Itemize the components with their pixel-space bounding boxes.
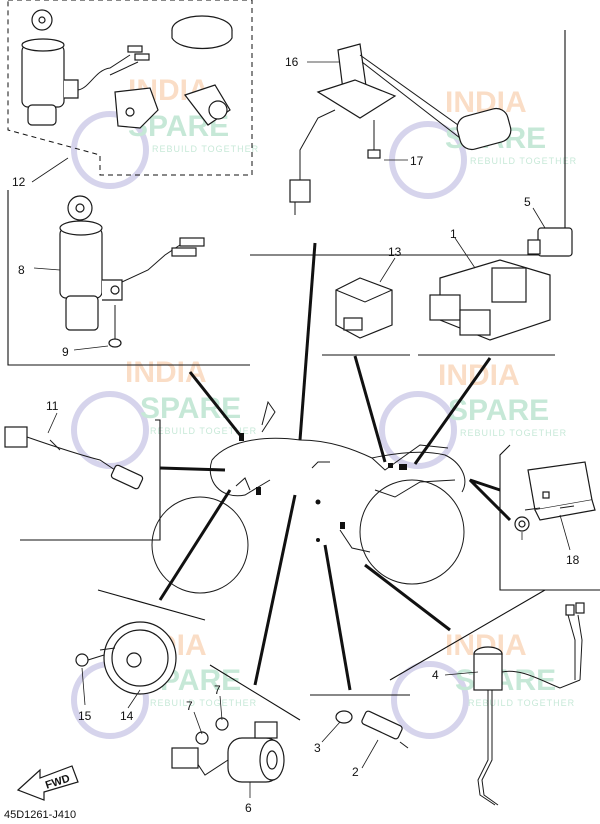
panel-sensor-10 xyxy=(20,419,161,541)
fwd-arrow: FWD xyxy=(16,765,79,801)
watermark-tagline: REBUILD TOGETHER xyxy=(460,428,567,438)
callout-4: 4 xyxy=(432,668,439,682)
part-starter-relay-6 xyxy=(171,717,285,783)
callout-17: 18 xyxy=(566,553,580,567)
watermark-mid-left: INDIA SPARE REBUILD TOGETHER xyxy=(71,356,257,469)
watermark-mid-right: INDIA SPARE REBUILD TOGETHER xyxy=(379,359,567,469)
part-fuel-sender-15 xyxy=(289,43,512,215)
panel-starter-relay xyxy=(209,664,301,721)
callout-10: 11 xyxy=(46,399,59,413)
callout-12: 13 xyxy=(388,245,402,259)
callout-leaders xyxy=(31,61,571,798)
watermark-line2: SPARE xyxy=(455,664,556,697)
callout-3: 3 xyxy=(314,741,321,755)
part-horn-13 xyxy=(75,621,177,695)
callout-16: 17 xyxy=(410,154,424,168)
callout-11: 12 xyxy=(12,175,26,189)
panel-ignition-coil xyxy=(389,589,546,681)
watermark-tagline: REBUILD TOGETHER xyxy=(470,156,577,166)
panel-relay-17 xyxy=(499,444,600,591)
part-relay-17 xyxy=(514,461,596,532)
panel-horn xyxy=(97,589,206,621)
part-main-switch-8 xyxy=(59,195,205,348)
callout-1: 1 xyxy=(450,227,457,241)
watermark-tagline: REBUILD TOGETHER xyxy=(150,426,257,436)
part-relay-12 xyxy=(335,277,393,339)
part-sensor-10 xyxy=(4,426,144,490)
watermark-tagline: REBUILD TOGETHER xyxy=(468,698,575,708)
callout-8: 8 xyxy=(18,263,25,277)
leader-lines xyxy=(158,242,512,691)
watermark-line1: INDIA xyxy=(125,356,207,389)
watermark-top-left: INDIA SPARE REBUILD TOGETHER xyxy=(71,74,259,189)
callout-6: 6 xyxy=(245,801,252,815)
callout-7a: 7 xyxy=(186,699,193,713)
watermark-tagline: REBUILD TOGETHER xyxy=(152,144,259,154)
diagram-code: 45D1261-J410 xyxy=(4,809,76,821)
part-cdi-1 xyxy=(429,227,573,341)
part-ignition-coil-4 xyxy=(473,602,585,806)
callout-14: 15 xyxy=(78,709,92,723)
part-kit-11 xyxy=(21,9,233,129)
callout-9: 9 xyxy=(62,345,69,359)
callout-7b: 7 xyxy=(214,683,221,697)
part-spark-plug-2 xyxy=(335,710,409,749)
callout-2: 2 xyxy=(352,765,359,779)
callout-5: 5 xyxy=(524,195,531,209)
callout-15: 16 xyxy=(285,55,299,69)
panel-main-switch xyxy=(7,190,250,366)
callout-numbers: 12 8 9 16 17 5 1 13 11 18 4 15 14 7 7 6 … xyxy=(12,55,580,815)
motorcycle-silhouette xyxy=(151,400,466,594)
kit-11-dashed-box xyxy=(7,0,253,176)
callout-13: 14 xyxy=(120,709,134,723)
watermark-line2: SPARE xyxy=(448,394,549,427)
watermark-tagline: REBUILD TOGETHER xyxy=(150,698,257,708)
